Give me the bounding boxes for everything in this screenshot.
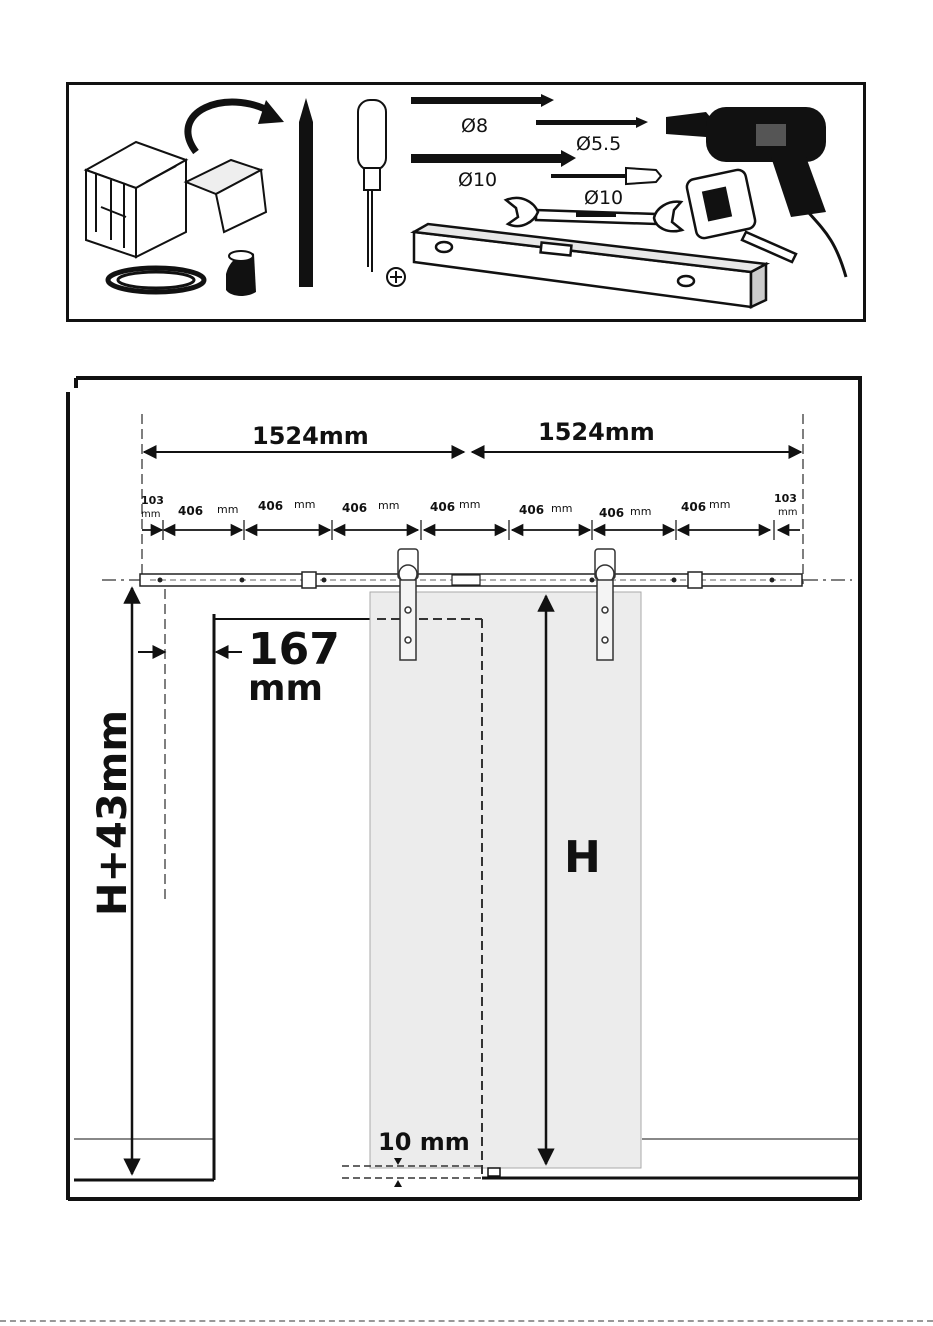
segment-6-value: 406 xyxy=(599,506,624,520)
segment-1-unit: mm xyxy=(217,503,238,516)
segment-1-value: 406 xyxy=(178,504,203,518)
drill-bit-8-label: Ø8 xyxy=(461,115,488,137)
segment-3-value: 406 xyxy=(342,501,367,515)
pencil-icon xyxy=(299,98,313,287)
hanger-left xyxy=(398,549,418,660)
edge-offset-left-unit: mm xyxy=(141,509,160,520)
segment-7-value: 406 xyxy=(681,500,706,514)
segment-5-unit: mm xyxy=(551,502,572,515)
plumb-bob-icon xyxy=(226,251,256,296)
drill-bit-5-5-label: Ø5.5 xyxy=(576,133,621,155)
sliding-rail xyxy=(140,572,802,588)
spade-bit-10-label: Ø10 xyxy=(584,187,623,209)
page-bottom-rule xyxy=(0,1320,933,1326)
rail-height-label: H+43mm xyxy=(90,710,136,916)
segment-6-unit: mm xyxy=(630,505,651,518)
edge-offset-right-unit: mm xyxy=(778,507,797,518)
half-span-left-label: 1524mm xyxy=(252,422,369,450)
segment-2-unit: mm xyxy=(294,498,315,511)
segment-2-value: 406 xyxy=(258,499,283,513)
floor-gap-label: 10 mm xyxy=(378,1128,470,1156)
installation-diagram: 1524mm 1524mm 103 mm 103 mm 406 mm 406 m… xyxy=(62,374,866,1206)
opening-offset-unit: mm xyxy=(248,668,323,709)
segment-4-unit: mm xyxy=(459,498,480,511)
segment-5-value: 406 xyxy=(519,503,544,517)
door-height-label: H xyxy=(564,832,601,883)
half-span-right-label: 1524mm xyxy=(538,418,655,446)
tools-panel: Ø8 Ø5.5 Ø10 Ø10 xyxy=(66,82,866,322)
edge-offset-left-value: 103 xyxy=(141,494,164,507)
drill-bit-10-label: Ø10 xyxy=(458,169,497,191)
hanger-right xyxy=(595,549,615,660)
segment-3-unit: mm xyxy=(378,499,399,512)
segment-4-value: 406 xyxy=(430,500,455,514)
segment-7-unit: mm xyxy=(709,498,730,511)
edge-offset-right-value: 103 xyxy=(774,492,797,505)
